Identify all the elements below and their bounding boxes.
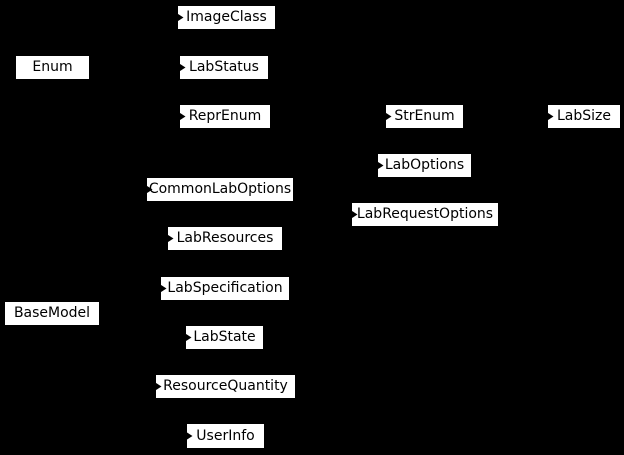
- class-node-labstate[interactable]: LabState: [186, 326, 263, 349]
- class-node-labsize[interactable]: LabSize: [548, 105, 620, 128]
- class-node-imageclass[interactable]: ImageClass: [178, 6, 275, 29]
- class-node-strenum[interactable]: StrEnum: [386, 105, 463, 128]
- class-node-enum[interactable]: Enum: [16, 56, 89, 79]
- class-node-commonlaboptions[interactable]: CommonLabOptions: [147, 178, 293, 201]
- class-node-labspecification[interactable]: LabSpecification: [161, 277, 289, 300]
- class-node-userinfo[interactable]: UserInfo: [187, 424, 264, 448]
- class-node-labresources[interactable]: LabResources: [168, 227, 282, 250]
- class-node-labstatus[interactable]: LabStatus: [180, 56, 268, 79]
- class-node-basemodel[interactable]: BaseModel: [5, 302, 99, 325]
- class-node-labrequestoptions[interactable]: LabRequestOptions: [352, 203, 498, 226]
- class-node-reprenum[interactable]: ReprEnum: [180, 105, 270, 128]
- class-node-resourcequantity[interactable]: ResourceQuantity: [156, 375, 295, 398]
- class-node-laboptions[interactable]: LabOptions: [378, 154, 471, 177]
